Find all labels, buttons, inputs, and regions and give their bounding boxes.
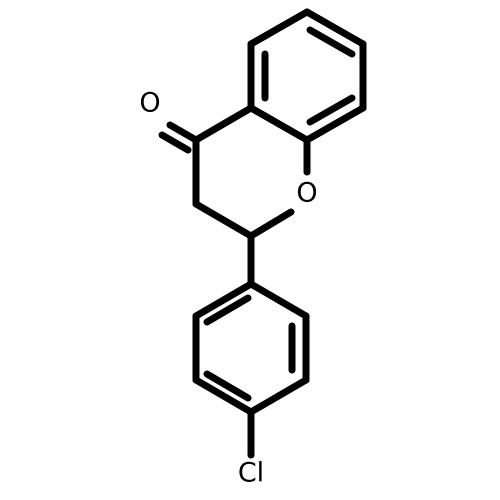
pyranone-ring xyxy=(192,104,311,240)
atom-label-chlorine: Cl xyxy=(238,458,264,489)
bond xyxy=(192,200,255,240)
double-bond-inner xyxy=(203,370,252,402)
chlorophenyl-ring xyxy=(192,280,310,416)
double-bond-inner xyxy=(306,94,356,126)
bond xyxy=(247,208,295,240)
bond xyxy=(192,104,255,144)
bond xyxy=(192,280,255,320)
double-bond-inner xyxy=(203,294,252,326)
bond xyxy=(247,280,310,320)
double-bond-inner xyxy=(306,26,356,58)
carbonyl-bond xyxy=(158,131,192,154)
bond xyxy=(303,104,367,144)
bond xyxy=(247,376,310,416)
atom-label-ring-oxygen: O xyxy=(296,178,317,209)
bond xyxy=(303,8,367,48)
benzo-ring xyxy=(247,8,367,144)
carbonyl-group xyxy=(158,121,200,154)
bond xyxy=(192,376,255,416)
bond xyxy=(247,104,311,144)
carbonyl-bond xyxy=(166,121,200,144)
atom-label-carbonyl-oxygen: O xyxy=(139,88,160,119)
bond xyxy=(247,8,311,48)
